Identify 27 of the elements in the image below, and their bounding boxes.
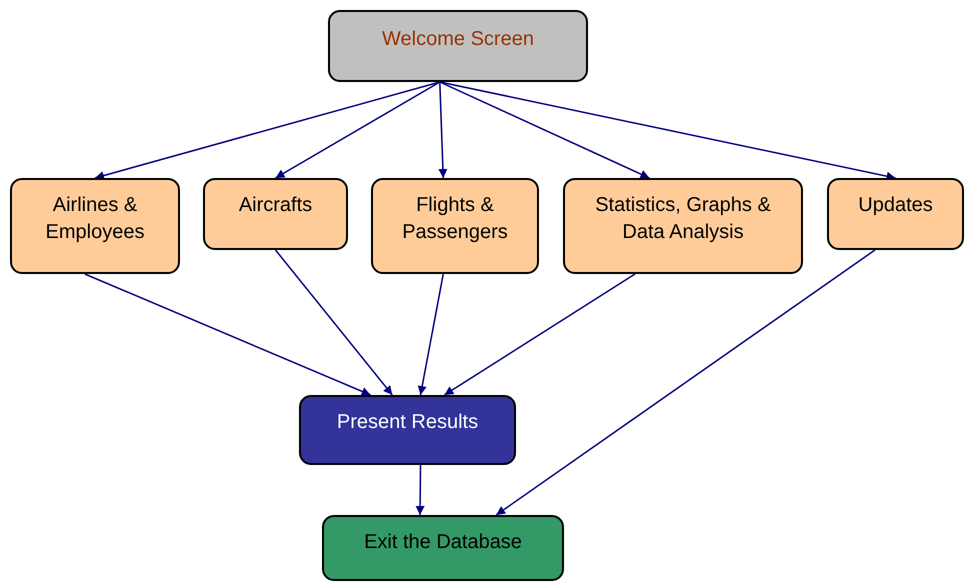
module-box <box>371 178 539 274</box>
module-box <box>827 178 964 250</box>
arrow <box>438 82 448 178</box>
arrow <box>439 81 650 179</box>
module-box <box>563 178 803 274</box>
node-label: Welcome Screen <box>382 27 534 52</box>
arrow <box>275 81 440 179</box>
arrow <box>416 465 425 515</box>
arrow <box>274 250 393 396</box>
node-label: Airlines & Employees <box>44 193 146 245</box>
start-box <box>328 10 588 82</box>
arrow <box>94 81 440 180</box>
arrow <box>496 249 876 516</box>
end-box <box>322 515 564 581</box>
node-label: Statistics, Graphs & Data Analysis <box>594 193 772 245</box>
node-label: Exit the Database <box>364 530 522 555</box>
node-label: Aircrafts <box>238 193 312 218</box>
arrow <box>440 81 896 181</box>
arrow <box>418 274 444 396</box>
process-box <box>299 395 516 465</box>
node-label: Updates <box>858 193 933 218</box>
arrow <box>444 273 636 396</box>
node-label: Flights & Passengers <box>401 193 509 245</box>
module-box <box>10 178 180 274</box>
node-label: Present Results <box>336 410 478 435</box>
arrow <box>84 273 371 396</box>
module-box <box>203 178 348 250</box>
